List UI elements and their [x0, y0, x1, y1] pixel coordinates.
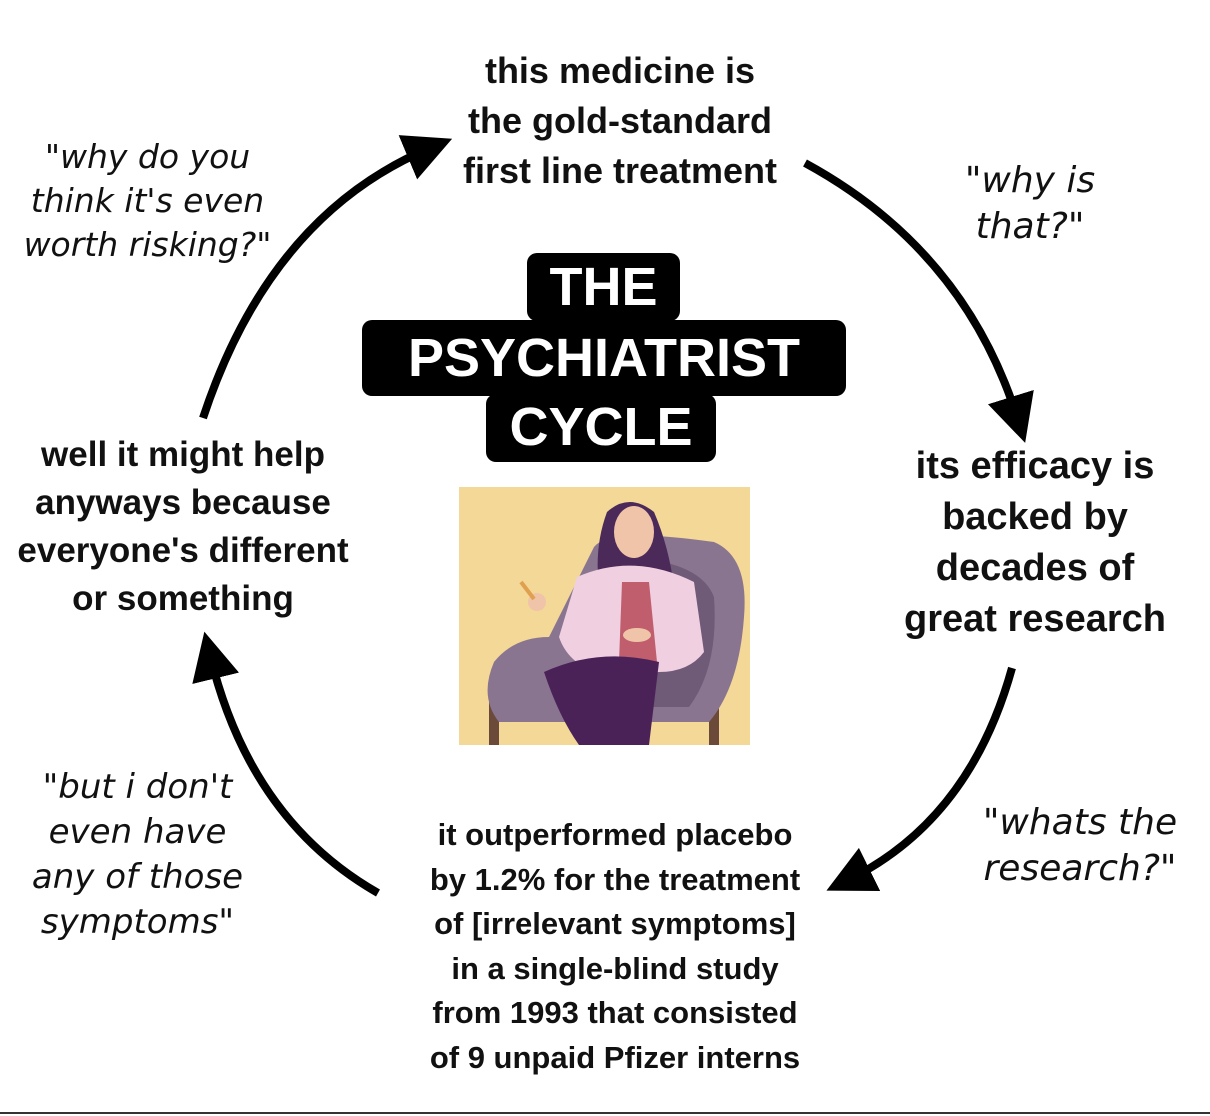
arrow-left-to-top	[199, 135, 453, 420]
title-line-cycle: CYCLE	[486, 394, 716, 462]
statement-line: or something	[72, 579, 294, 618]
question-line: symptoms"	[40, 902, 235, 942]
statement-left: well it might help anyways because every…	[0, 431, 366, 623]
statement-line: of 9 unpaid Pfizer interns	[429, 1039, 801, 1075]
question-line: "whats the	[982, 802, 1178, 843]
statement-line: this medicine is	[484, 50, 756, 91]
statement-line: by 1.2% for the treatment	[429, 861, 801, 897]
question-line: worth risking?"	[23, 225, 272, 264]
question-line: think it's even	[30, 181, 265, 220]
question-bottom-left: "but i don't even have any of those symp…	[10, 765, 265, 945]
question-line: "why is	[964, 160, 1096, 201]
statement-top: this medicine is the gold-standard first…	[420, 46, 820, 196]
statement-line: of [irrelevant symptoms]	[434, 906, 796, 941]
statement-line: first line treatment	[462, 150, 778, 191]
statement-line: great research	[904, 598, 1166, 640]
question-top-right: "why is that?"	[930, 158, 1130, 250]
question-line: "but i don't	[42, 767, 233, 807]
question-top-left: "why do you think it's even worth riskin…	[5, 135, 290, 267]
statement-line: its efficacy is	[915, 445, 1155, 487]
statement-line: well it might help	[41, 435, 325, 474]
question-line: "why do you	[44, 137, 251, 176]
arrow-top-to-right	[803, 159, 1034, 443]
psychiatrist-illustration	[459, 487, 750, 745]
statement-line: in a single-blind study	[451, 950, 779, 986]
statement-line: the gold-standard	[468, 100, 772, 141]
question-bottom-right: "whats the research?"	[960, 800, 1200, 892]
statement-line: anyways because	[35, 483, 331, 522]
bottom-divider	[0, 1112, 1210, 1114]
question-line: even have	[48, 812, 227, 852]
question-line: research?"	[983, 848, 1177, 889]
statement-line: from 1993 that consisted	[432, 995, 798, 1030]
question-line: that?"	[975, 206, 1085, 247]
statement-line: decades of	[935, 547, 1135, 589]
title-line-the: THE	[527, 253, 680, 321]
statement-line: backed by	[942, 496, 1128, 538]
arrow-right-to-bottom	[826, 666, 1016, 891]
statement-bottom: it outperformed placebo by 1.2% for the …	[390, 813, 840, 1080]
statement-right: its efficacy is backed by decades of gre…	[870, 441, 1200, 645]
question-line: any of those	[31, 857, 244, 897]
arrow-bottom-to-left	[192, 631, 380, 897]
title-line-psychiatrist: PSYCHIATRIST	[362, 320, 846, 396]
statement-line: it outperformed placebo	[437, 817, 793, 852]
statement-line: everyone's different	[17, 531, 349, 570]
